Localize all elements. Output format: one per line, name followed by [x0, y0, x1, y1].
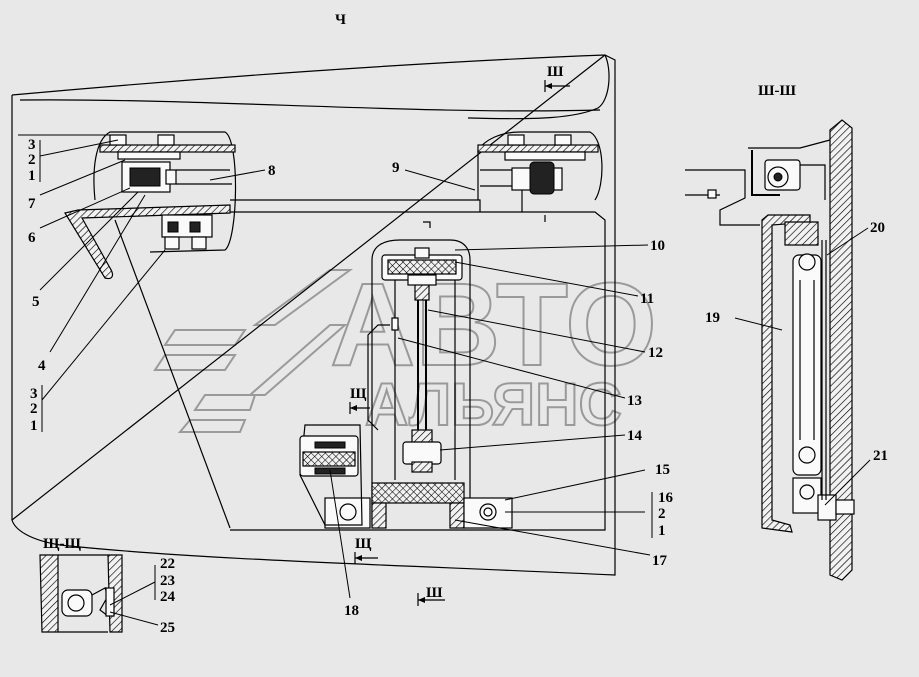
label-23: 23 — [160, 573, 175, 589]
label-9: 9 — [392, 160, 400, 176]
label-4: 4 — [38, 358, 46, 374]
label-10: 10 — [650, 238, 665, 254]
section-sh-sh — [685, 119, 855, 581]
bottom-bracket — [371, 482, 465, 504]
label-3-mid: 3 — [30, 386, 38, 402]
door-panel — [11, 54, 616, 576]
arrow-head-icon — [545, 83, 552, 89]
arrow-head-icon — [355, 555, 362, 561]
section-title-sh: Ш-Ш — [758, 83, 796, 99]
lock-bar — [792, 254, 822, 476]
arrow-label-low: Щ — [355, 536, 372, 552]
label-14: 14 — [627, 428, 643, 444]
label-2-bottom: 2 — [658, 506, 666, 522]
rail-plate — [99, 144, 236, 153]
label-1-bottom: 1 — [658, 523, 666, 539]
label-19: 19 — [705, 310, 720, 326]
label-22: 22 — [160, 556, 175, 572]
section-arrows: Ш Щ Щ Ш — [349, 64, 570, 606]
label-16: 16 — [658, 490, 674, 506]
striker-detail — [299, 424, 363, 526]
label-7: 7 — [28, 196, 36, 212]
label-12: 12 — [648, 345, 663, 361]
lock-mechanism — [324, 215, 546, 529]
door-edge-section — [64, 204, 231, 280]
inner-panel — [761, 214, 811, 533]
top-bracket — [387, 259, 457, 275]
label-3-top: 3 — [28, 137, 36, 153]
arrow-label-top: Ш — [547, 64, 564, 80]
view-title: Ч — [335, 12, 346, 28]
section-title-shch: Щ-Щ — [43, 536, 81, 552]
part-labels: 3 2 1 7 6 5 4 3 2 1 8 9 10 11 12 13 14 1… — [28, 137, 888, 636]
outer-skin — [829, 119, 853, 581]
roller — [129, 167, 161, 187]
label-18: 18 — [344, 603, 359, 619]
upper-bracket — [117, 151, 181, 160]
label-24: 24 — [160, 589, 176, 605]
label-6: 6 — [28, 230, 36, 246]
label-8: 8 — [268, 163, 276, 179]
label-20: 20 — [870, 220, 885, 236]
label-1-mid: 1 — [30, 418, 38, 434]
label-15: 15 — [655, 462, 670, 478]
arrow-label-bottom: Ш — [426, 585, 443, 601]
label-21: 21 — [873, 448, 888, 464]
label-25: 25 — [160, 620, 175, 636]
label-5: 5 — [32, 294, 40, 310]
arrow-head-icon — [418, 597, 425, 603]
section-shch-shch — [39, 554, 123, 633]
arrow-head-icon — [350, 405, 357, 411]
watermark-line2: АЛЬЯНС — [365, 371, 622, 438]
roller-pin — [165, 169, 177, 185]
top-middle-detail — [477, 131, 603, 212]
leader-lines — [18, 134, 871, 626]
label-11: 11 — [640, 291, 654, 307]
top-left-detail — [64, 131, 237, 280]
arrow-label-mid: Щ — [350, 386, 367, 402]
roller — [529, 161, 555, 195]
bolt-head — [157, 134, 175, 146]
watermark-logo — [153, 269, 354, 433]
label-1-top: 1 — [28, 168, 36, 184]
label-2-mid: 2 — [30, 401, 38, 417]
label-13: 13 — [627, 393, 642, 409]
label-2-top: 2 — [28, 152, 36, 168]
label-17: 17 — [652, 553, 668, 569]
